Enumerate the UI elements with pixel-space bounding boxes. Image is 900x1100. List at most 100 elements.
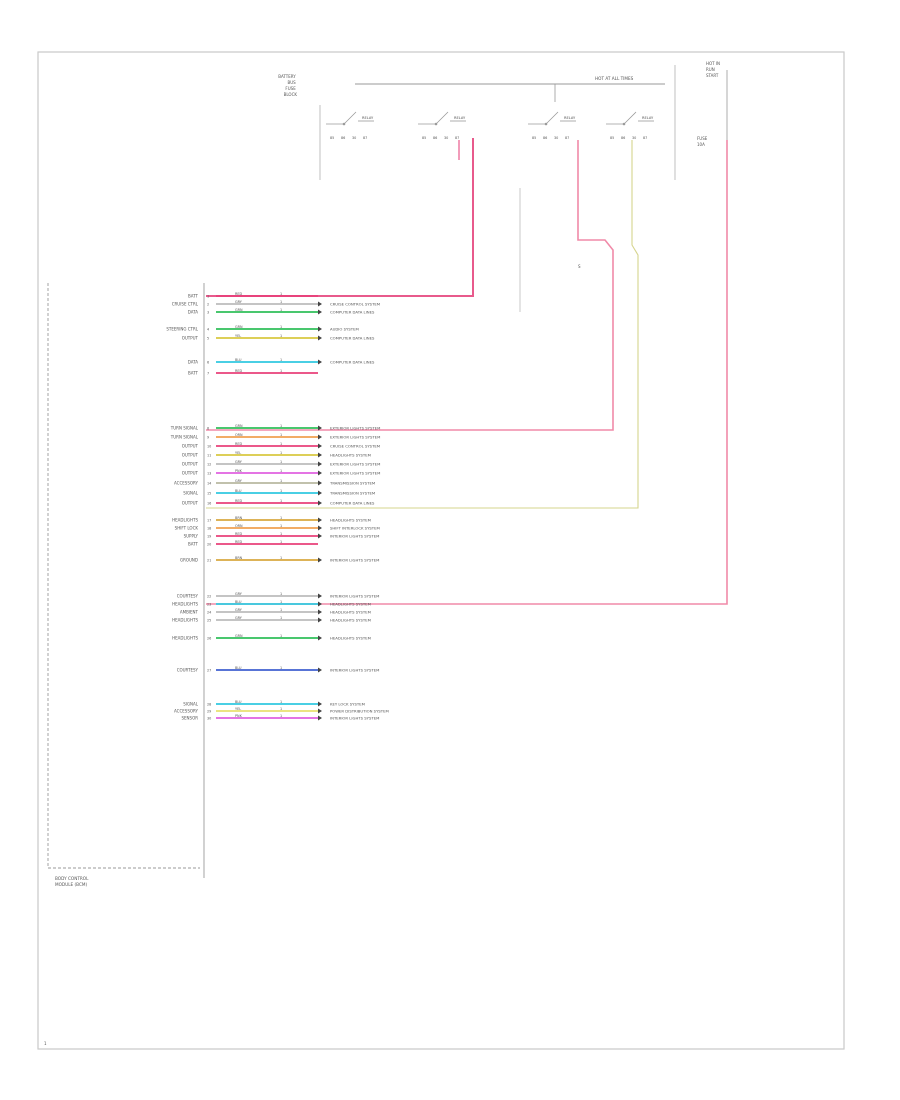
destination-system-label: INTERIOR LIGHTS SYSTEM	[330, 667, 379, 672]
feed-right-label: HOT IN RUN START	[706, 61, 721, 78]
arrow-icon	[318, 480, 322, 486]
pin-number: 19	[207, 534, 211, 538]
circuit-number: 1	[280, 592, 282, 596]
relay-pin-85: 85	[610, 136, 614, 140]
pin-number: 15	[207, 491, 211, 495]
feed-mid-label: HOT AT ALL TIMES	[595, 76, 634, 81]
destination-system-label: COMPUTER DATA LINES	[330, 359, 375, 364]
relay-pivot	[622, 122, 626, 126]
pin-function-label: HEADLIGHTS	[172, 601, 198, 606]
arrow-icon	[318, 461, 322, 467]
destination-system-label: HEADLIGHTS SYSTEM	[330, 609, 371, 614]
pin-number: 26	[207, 636, 211, 640]
arrow-icon	[318, 708, 322, 714]
pin-number: 29	[207, 709, 211, 713]
pin-function-label: SENSOR	[181, 715, 198, 720]
circuit-number: 1	[280, 714, 282, 718]
arrow-icon	[318, 490, 322, 496]
wire-color-code: YEL	[235, 334, 241, 338]
relay-switch-arm	[623, 111, 637, 125]
pin-function-label: HEADLIGHTS	[172, 617, 198, 622]
wire-color-code: RED	[235, 499, 242, 503]
pin-number: 23	[207, 602, 211, 606]
circuit-number: 1	[280, 540, 282, 544]
wire-color-code: PNK	[235, 714, 243, 718]
arrow-icon	[318, 617, 322, 623]
arrow-icon	[318, 452, 322, 458]
wire-color-code: ORN	[235, 524, 243, 528]
pin-function-label: ACCESSORY	[174, 480, 199, 485]
pin-number: 8	[207, 426, 209, 430]
destination-system-label: SHIFT INTERLOCK SYSTEM	[330, 525, 380, 530]
relay-pivot	[544, 122, 548, 126]
arrow-icon	[318, 635, 322, 641]
page-border	[37, 51, 845, 1050]
pin-function-label: OUTPUT	[182, 500, 199, 505]
arrow-icon	[318, 667, 322, 673]
pin-function-label: BATT	[188, 293, 199, 298]
pin-number: 20	[207, 542, 211, 546]
page-number: 1	[44, 1041, 47, 1046]
arrow-icon	[318, 715, 322, 721]
wire-color-code: RED	[235, 540, 242, 544]
wire-color-code: BLU	[235, 489, 242, 493]
pin-function-label: TURN SIGNAL	[170, 425, 199, 430]
arrow-icon	[318, 326, 322, 332]
pin-function-label: DATA	[188, 309, 199, 314]
pin-number: 25	[207, 618, 211, 622]
pin-number: 14	[207, 481, 211, 485]
circuit-number: 1	[280, 608, 282, 612]
relay-pin-87: 87	[363, 136, 367, 140]
pin-number: 7	[207, 371, 209, 375]
wire-color-code: YEL	[235, 707, 241, 711]
destination-system-label: POWER DISTRIBUTION SYSTEM	[330, 708, 389, 713]
relay-pin-30: 30	[352, 136, 356, 140]
pin-number: 24	[207, 610, 211, 614]
relay-label: RELAY	[564, 116, 576, 120]
destination-system-label: INTERIOR LIGHTS SYSTEM	[330, 557, 379, 562]
harness-wire-4	[206, 140, 639, 509]
destination-system-label: TRANSMISSION SYSTEM	[329, 480, 375, 485]
pin-function-label: OUTPUT	[182, 461, 199, 466]
wire-color-code: ORN	[235, 433, 243, 437]
circuit-number: 1	[280, 308, 282, 312]
pin-function-label: SHIFT LOCK	[175, 525, 199, 530]
destination-system-label: CRUISE CONTROL SYSTEM	[330, 301, 380, 306]
feed-left-label: BATTERY BUS FUSE BLOCK	[278, 74, 297, 97]
arrow-icon	[318, 500, 322, 506]
relay-pin-30: 30	[554, 136, 558, 140]
bcm-connector: BODY CONTROL MODULE (BCM)	[47, 283, 205, 887]
arrow-icon	[318, 557, 322, 563]
wire-color-code: GRY	[235, 479, 243, 483]
destination-system-label: EXTERIOR LIGHTS SYSTEM	[330, 470, 380, 475]
pin-number: 17	[207, 518, 211, 522]
circuit-number: 1	[280, 325, 282, 329]
pin-number: 12	[207, 462, 211, 466]
pin-number: 13	[207, 471, 211, 475]
arrow-icon	[318, 593, 322, 599]
circuit-number: 1	[280, 433, 282, 437]
destination-system-label: EXTERIOR LIGHTS SYSTEM	[330, 434, 380, 439]
circuit-number: 1	[280, 532, 282, 536]
pin-function-label: OUTPUT	[182, 452, 199, 457]
circuit-number: 1	[280, 524, 282, 528]
circuit-number: 1	[280, 499, 282, 503]
wire-color-code: BRN	[235, 556, 243, 560]
